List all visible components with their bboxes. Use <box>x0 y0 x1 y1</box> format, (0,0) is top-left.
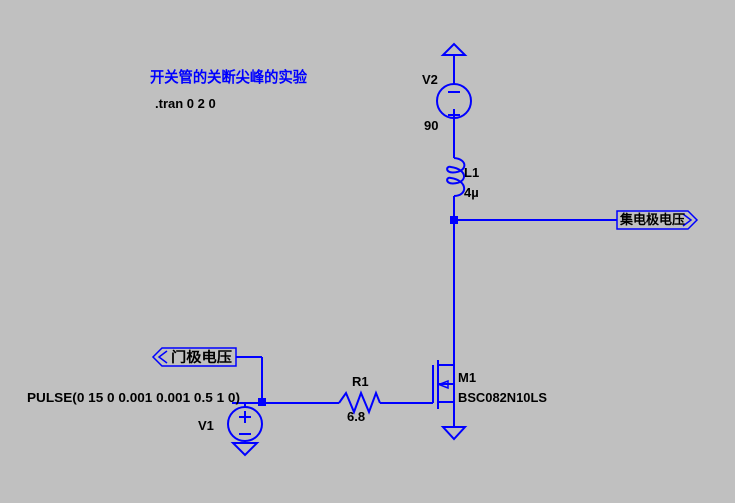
ground-symbol-v1[interactable] <box>230 442 260 457</box>
resistor-r1[interactable]: R1 6.8 <box>338 374 381 424</box>
net-flag-collector[interactable]: 集电极电压 <box>616 210 699 230</box>
r1-zigzag <box>338 390 381 415</box>
l1-value-label[interactable]: 4µ <box>464 185 479 200</box>
inductor-l1[interactable]: L1 4µ <box>446 157 479 200</box>
schematic-title-text[interactable]: 开关管的关断尖峰的实验 <box>150 68 308 86</box>
gate-flag-outline <box>151 347 237 367</box>
spice-directive-text[interactable]: .tran 0 2 0 <box>155 96 216 111</box>
v1-name-label[interactable]: V1 <box>198 418 214 433</box>
collector-flag-outline <box>616 210 699 230</box>
nmos-m1[interactable]: M1 BSC082N10LS <box>432 360 547 409</box>
collector-flag-chevron-icon <box>682 213 693 227</box>
ground-symbol-m1[interactable] <box>440 426 468 441</box>
m1-model-label[interactable]: BSC082N10LS <box>458 390 547 405</box>
l1-name-label[interactable]: L1 <box>464 165 479 180</box>
gate-net-label[interactable]: 门极电压 <box>171 349 232 365</box>
m1-name-label[interactable]: M1 <box>458 370 476 385</box>
v2-value-label[interactable]: 90 <box>424 118 438 133</box>
gate-flag-chevron-icon <box>157 350 168 364</box>
r1-name-label[interactable]: R1 <box>352 374 369 389</box>
l1-coil <box>446 157 466 197</box>
collector-net-label[interactable]: 集电极电压 <box>619 212 685 227</box>
m1-body-arrow-icon <box>436 379 449 390</box>
v1-value-label[interactable]: PULSE(0 15 0 0.001 0.001 0.5 1 0) <box>27 390 240 405</box>
r1-value-label[interactable]: 6.8 <box>347 409 365 424</box>
v2-name-label[interactable]: V2 <box>422 72 438 87</box>
net-flag-gate[interactable]: 门极电压 <box>151 347 237 367</box>
